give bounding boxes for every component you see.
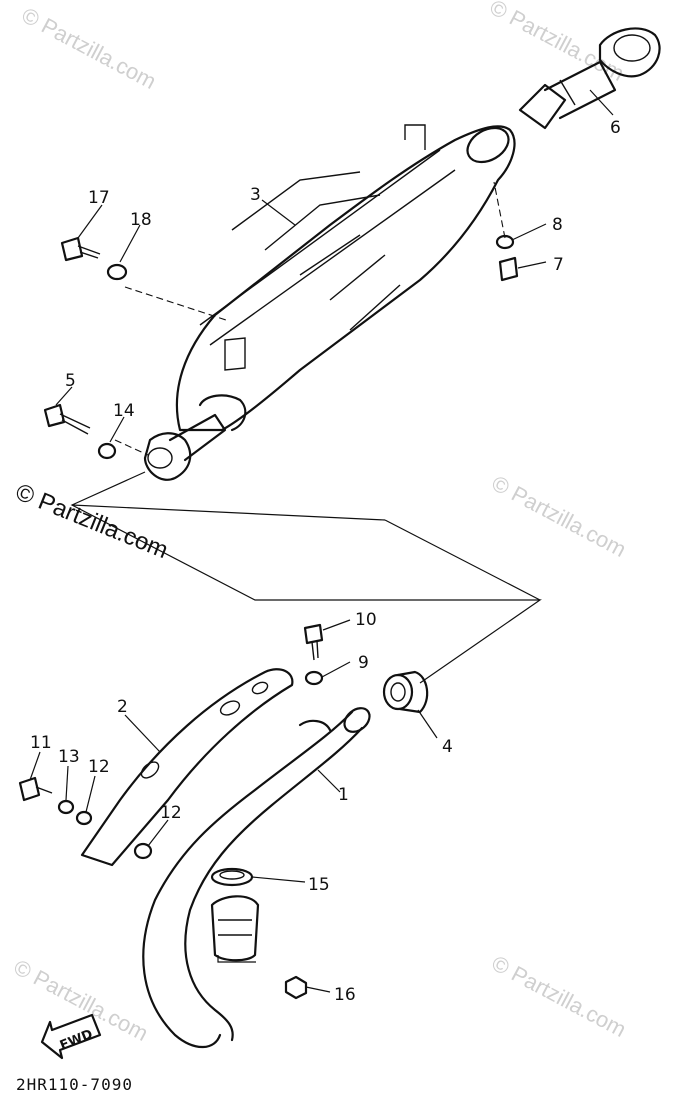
forward-arrow-icon: FWD (40, 1013, 102, 1060)
watermark-text: © Partzilla.com (488, 470, 631, 562)
callout-labels: 3 6 8 7 17 18 5 14 10 9 2 4 1 11 13 12 1… (30, 118, 621, 1005)
callout-2: 2 (117, 697, 128, 717)
callout-12: 12 (160, 803, 182, 823)
bolt-17 (60, 236, 84, 262)
callout-9: 9 (358, 653, 369, 673)
callout-15: 15 (308, 875, 330, 895)
washer-9 (304, 670, 324, 686)
callout-12: 12 (88, 757, 110, 777)
watermark-text-dark: © Partzilla.com (12, 479, 172, 565)
connector-lines (70, 471, 542, 684)
callout-5: 5 (65, 371, 76, 391)
callout-13: 13 (58, 747, 80, 767)
connector-frame-right (384, 519, 541, 601)
washer-12 (133, 842, 153, 860)
joint-part-4 (382, 670, 429, 714)
watermark-text: © Partzilla.com (18, 2, 161, 94)
nut-16 (284, 975, 308, 1000)
assembly-line-bolt-front (493, 181, 506, 239)
assembly-line-bolt-rear (114, 439, 149, 456)
tail-pipe-part-6 (518, 27, 661, 130)
callout-17: 17 (88, 188, 110, 208)
bolt-5 (43, 403, 66, 428)
exhaust-pipe-part-1 (142, 707, 371, 1049)
callout-10: 10 (355, 610, 377, 630)
callout-14: 14 (113, 401, 135, 421)
assembly-line-bolt (124, 286, 227, 321)
bolt-7 (498, 256, 519, 282)
washer-12 (75, 810, 93, 826)
gasket-part-15 (210, 867, 254, 887)
bolt-11 (18, 776, 41, 802)
callout-8: 8 (552, 215, 563, 235)
bolt-10 (303, 623, 324, 645)
callout-6: 6 (610, 118, 621, 138)
callout-4: 4 (442, 737, 453, 757)
fwd-label: FWD (58, 1027, 95, 1054)
washer-14 (97, 442, 117, 460)
connector-frame (70, 471, 542, 684)
callout-3: 3 (250, 185, 261, 205)
callout-16: 16 (334, 985, 356, 1005)
watermark-text: © Partzilla.com (488, 950, 631, 1042)
washer-13 (57, 799, 75, 815)
washer-18 (106, 263, 128, 281)
silencer-muffler (143, 124, 516, 481)
diagram-code: 2HR110-7090 (16, 1075, 133, 1094)
connector-frame-top (71, 504, 386, 521)
callout-11: 11 (30, 733, 52, 753)
leader-lines (29, 89, 614, 993)
callout-1: 1 (338, 785, 349, 805)
assembly-lines (114, 181, 506, 456)
washer-8 (495, 234, 515, 250)
upper-fasteners (43, 234, 519, 460)
callout-18: 18 (130, 210, 152, 230)
heat-protector-part-2 (80, 668, 294, 867)
callout-7: 7 (553, 255, 564, 275)
